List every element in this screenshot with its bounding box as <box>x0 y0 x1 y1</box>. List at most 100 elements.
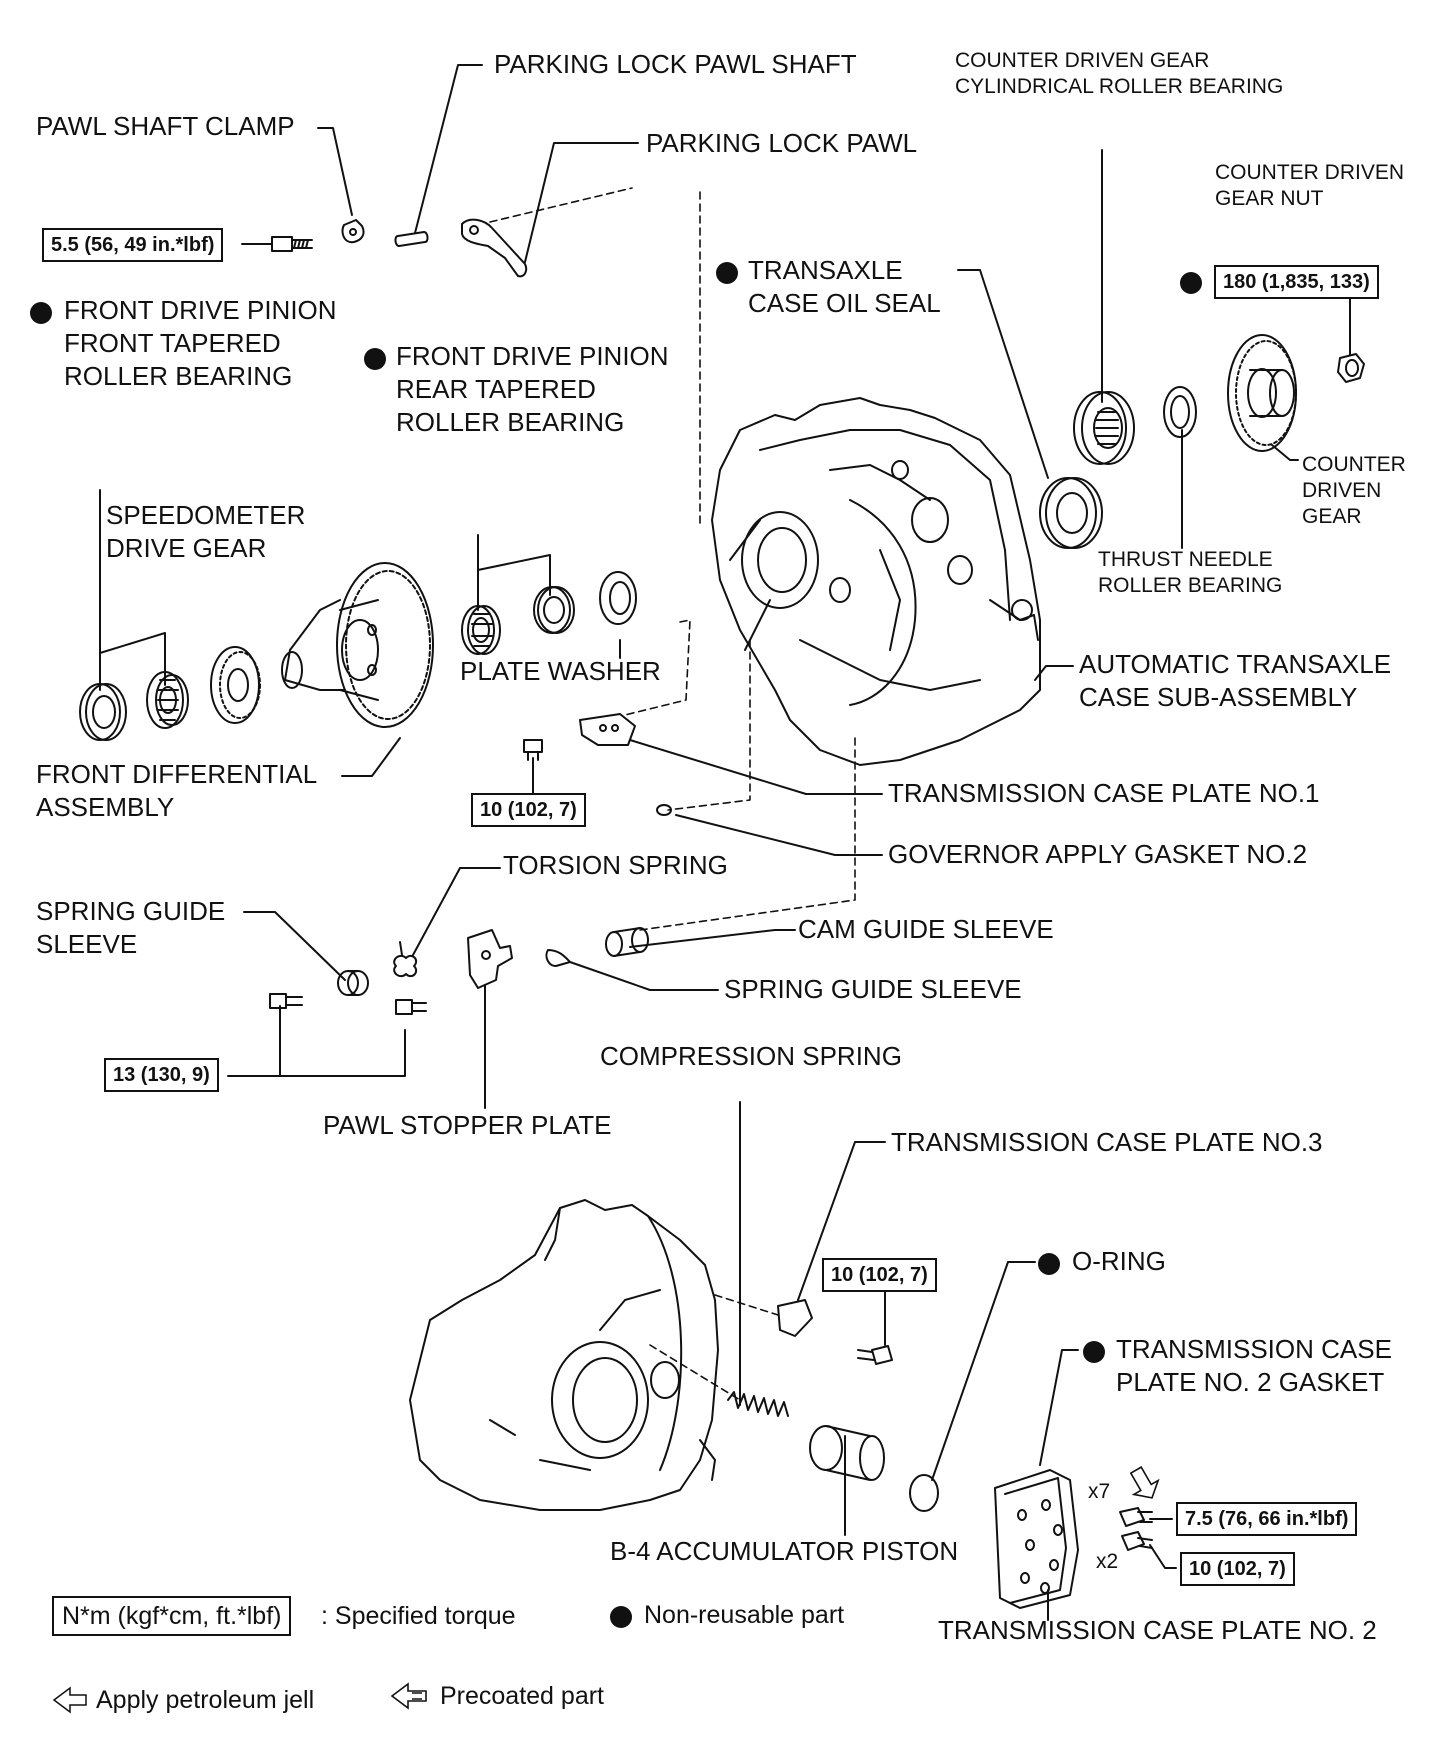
label-oil-seal-line2: CASE OIL SEAL <box>748 288 941 318</box>
speedometer-gear-part <box>210 646 261 724</box>
spring-guide-left-part <box>337 970 369 996</box>
label-gasket-line2: PLATE NO. 2 GASKET <box>1116 1367 1385 1397</box>
label-torsion-spring: TORSION SPRING <box>503 850 728 880</box>
non-reusable-dot-gear-nut <box>1180 272 1202 294</box>
label-front-bearing-line1: FRONT DRIVE PINION <box>64 295 337 325</box>
label-counter-gear-line3: GEAR <box>1302 505 1362 528</box>
accumulator-piston-part <box>809 1425 885 1481</box>
pawl-shaft-part <box>394 231 429 247</box>
label-oil-seal-line1: TRANSAXLE <box>748 255 903 285</box>
non-reusable-dot-oil-seal <box>716 262 738 284</box>
leader-torsion <box>412 867 501 956</box>
plate-washer-part <box>599 571 637 625</box>
counter-driven-gear-part <box>1227 334 1297 452</box>
label-gear-nut-line1: COUNTER DRIVEN <box>1215 161 1405 184</box>
diff-seal-part <box>79 683 127 741</box>
plate-washer-ring-part <box>533 586 575 634</box>
label-x2: x2 <box>1096 1550 1119 1573</box>
label-x7: x7 <box>1088 1480 1111 1503</box>
non-reusable-dot-gasket <box>1083 1341 1105 1363</box>
thrust-bearing-part <box>1163 386 1197 438</box>
non-reusable-dot-front-bearing <box>30 302 52 324</box>
non-reusable-dot-rear-bearing <box>364 348 386 370</box>
label-spring-guide-left-line1: SPRING GUIDE <box>36 896 226 926</box>
label-front-bearing-line2: FRONT TAPERED <box>64 328 281 358</box>
x2-bolt-part <box>1121 1531 1153 1551</box>
label-spring-guide-right: SPRING GUIDE SLEEVE <box>724 974 1022 1004</box>
dash-cam <box>639 737 856 931</box>
label-gear-nut-line2: GEAR NUT <box>1215 187 1324 210</box>
lower-case-part <box>409 1199 719 1511</box>
leader-sg-right <box>569 961 719 991</box>
petroleum-jelly-icon <box>52 1686 87 1714</box>
dash-plate3 <box>714 1294 779 1316</box>
torsion-spring-part <box>393 941 418 978</box>
leader-pawl-clamp <box>317 127 353 216</box>
plate-no3-bolt-part <box>857 1345 893 1365</box>
front-diff-part <box>281 562 434 728</box>
label-case-plate-no1: TRANSMISSION CASE PLATE NO.1 <box>888 778 1320 808</box>
parking-lock-pawl-part <box>461 218 528 278</box>
precoated-icon-x7 <box>1129 1466 1160 1499</box>
leader-counter-gear <box>1271 444 1299 461</box>
legend-torque-box: N*m (kgf*cm, ft.*lbf) <box>52 1596 292 1636</box>
label-cam-guide-sleeve: CAM GUIDE SLEEVE <box>798 914 1054 944</box>
label-spring-guide-left-line2: SLEEVE <box>36 929 138 959</box>
label-case-plate-no3: TRANSMISSION CASE PLATE NO.3 <box>891 1127 1323 1157</box>
spring-guide-right-part <box>545 949 571 967</box>
dash-spring <box>649 1344 741 1401</box>
pawl-shaft-clamp-part <box>341 219 365 244</box>
dash-governor <box>667 639 751 811</box>
stopper-bolt-1 <box>269 993 303 1009</box>
label-front-diff-line2: ASSEMBLY <box>36 792 175 822</box>
x7-bolt-part <box>1119 1507 1153 1527</box>
legend-non-reusable-text: Non-reusable part <box>644 1601 845 1629</box>
label-pawl-shaft-clamp: PAWL SHAFT CLAMP <box>36 111 295 141</box>
label-rear-bearing-line1: FRONT DRIVE PINION <box>396 341 669 371</box>
leader-plate3 <box>797 1141 886 1301</box>
clamp-bolt <box>271 236 313 252</box>
leader-speedometer <box>99 489 166 686</box>
dash-plate1 <box>624 619 691 716</box>
label-front-bearing-line3: ROLLER BEARING <box>64 361 293 391</box>
precoated-legend-icon <box>390 1682 427 1710</box>
leader-gasket <box>1039 1349 1079 1466</box>
compression-spring-part <box>727 1391 789 1417</box>
label-parking-lock-pawl-shaft: PARKING LOCK PAWL SHAFT <box>494 49 857 79</box>
dash-pawl <box>489 187 633 223</box>
label-case-line1: AUTOMATIC TRANSAXLE <box>1079 649 1392 679</box>
label-o-ring: O-RING <box>1072 1246 1166 1276</box>
label-case-line2: CASE SUB-ASSEMBLY <box>1079 682 1358 712</box>
legend-precoated-text: Precoated part <box>440 1682 604 1710</box>
torque-stopper-plate-bolts: 13 (130, 9) <box>104 1058 219 1092</box>
leader-oring <box>931 1261 1036 1481</box>
transaxle-case-part <box>711 397 1041 766</box>
label-pawl-stopper-plate: PAWL STOPPER PLATE <box>323 1110 612 1140</box>
torque-counter-gear-nut: 180 (1,835, 133) <box>1214 265 1379 299</box>
plate-no1-bolt-part <box>523 739 543 761</box>
label-speedometer-line2: DRIVE GEAR <box>106 533 267 563</box>
label-front-diff-line1: FRONT DIFFERENTIAL <box>36 759 318 789</box>
legend-non-reusable-dot <box>610 1606 632 1628</box>
label-counter-gear-line1: COUNTER <box>1302 453 1406 476</box>
label-compression-spring: COMPRESSION SPRING <box>600 1041 902 1071</box>
leader-cam-guide <box>629 929 796 948</box>
label-counter-gear-line2: DRIVEN <box>1302 479 1382 502</box>
oil-seal-part <box>1039 477 1103 549</box>
label-speedometer-line1: SPEEDOMETER <box>106 500 306 530</box>
torque-plate-no3-bolt: 10 (102, 7) <box>822 1258 937 1292</box>
label-rear-bearing-line2: REAR TAPERED <box>396 374 596 404</box>
label-gasket-line1: TRANSMISSION CASE <box>1116 1334 1392 1364</box>
case-plate-no1-part <box>579 713 636 746</box>
governor-gasket-part <box>656 804 672 816</box>
leader-governor <box>675 814 883 856</box>
cdg-bearing-part <box>1073 391 1135 465</box>
diff-bearing-part <box>146 671 189 729</box>
case-plate-no3-part <box>777 1299 813 1337</box>
torque-plate-no2-x2: 10 (102, 7) <box>1180 1552 1295 1586</box>
label-cdg-bearing-line2: CYLINDRICAL ROLLER BEARING <box>955 75 1284 98</box>
stopper-bolt-2 <box>395 999 427 1015</box>
label-case-plate-no2: TRANSMISSION CASE PLATE NO. 2 <box>938 1615 1377 1645</box>
leader-torque-13 <box>279 1005 406 1077</box>
